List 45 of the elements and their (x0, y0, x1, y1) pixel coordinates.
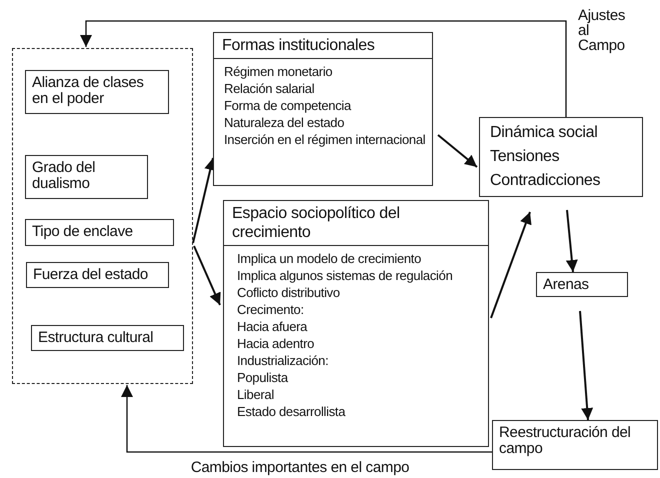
list-item: Coflicto distributivo (236, 284, 341, 301)
arrow (193, 246, 221, 306)
text-box (536, 272, 628, 297)
text-box (31, 325, 184, 351)
box-label: Tipo de enclave (31, 222, 134, 242)
box-label: Fuerza del estado (32, 265, 149, 285)
list-item: Inserción en el régimen internacional (223, 131, 426, 148)
list-item: Implica algunos sistemas de regulación (236, 267, 454, 284)
box-label: Grado del dualismo (31, 158, 96, 194)
list-item: Crecimento: (236, 301, 305, 318)
arrow (121, 385, 492, 453)
text-box (492, 420, 658, 470)
arrow (437, 134, 478, 168)
text-box (479, 117, 643, 197)
text-box (26, 262, 169, 288)
box-label: Alianza de clases en el poder (31, 73, 145, 109)
arrow (80, 20, 567, 117)
box-label: Arenas (542, 275, 590, 295)
list-box (213, 32, 433, 186)
box-heading: Espacio sociopolítico del crecimiento (224, 201, 488, 246)
box-label: Estructura cultural (37, 328, 154, 348)
dashed-group-box (12, 48, 193, 384)
list-item: Forma de competencia (223, 97, 352, 114)
list-item: Populista (236, 369, 290, 386)
box-label: Reestructuración del campo (498, 423, 632, 459)
list-item: Liberal (236, 386, 275, 403)
list-item: Industrialización: (236, 352, 330, 369)
list-item: Régimen monetario (223, 63, 334, 80)
arrow (566, 210, 578, 272)
list-item: Hacia afuera (236, 318, 308, 335)
text-box (25, 70, 169, 114)
arrow (490, 212, 532, 318)
box-label: Dinámica social (489, 123, 599, 143)
list-item: Estado desarrollista (236, 403, 346, 420)
arrow (579, 310, 594, 420)
box-heading: Formas institucionales (214, 33, 432, 59)
list-item: Naturaleza del estado (223, 114, 346, 131)
list-item: Implica un modelo de crecimiento (236, 250, 422, 267)
list-item: Relación salarial (223, 80, 316, 97)
box-label: Contradicciones (489, 171, 602, 191)
text-box (25, 155, 148, 199)
text-box (25, 219, 174, 246)
list-box (223, 200, 489, 447)
box-label: Tensiones (489, 147, 560, 167)
list-item: Hacia adentro (236, 335, 316, 352)
